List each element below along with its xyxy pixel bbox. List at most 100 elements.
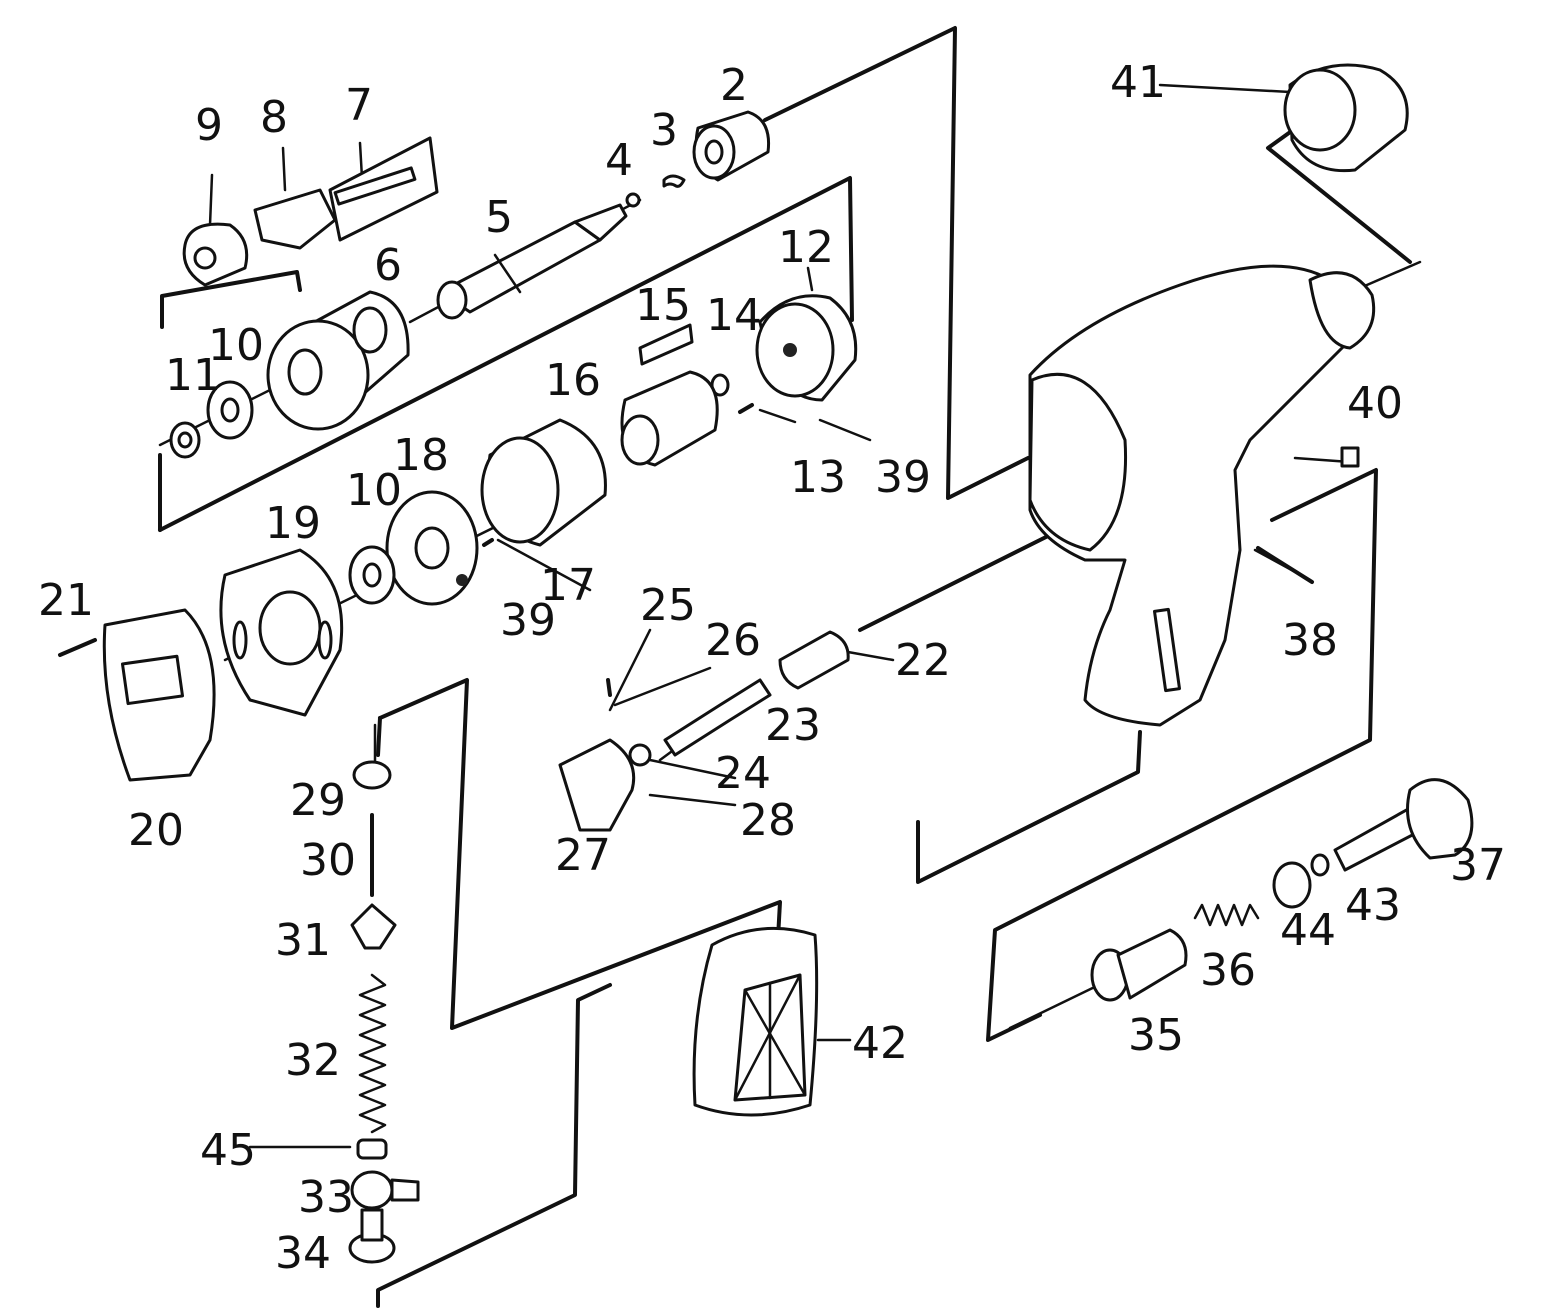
label-part-16: 16 bbox=[545, 355, 601, 406]
part-6-hammer-cage bbox=[266, 290, 410, 431]
part-42-grip bbox=[692, 926, 819, 1117]
label-part-40: 40 bbox=[1347, 378, 1403, 429]
label-part-39a: 39 bbox=[875, 452, 931, 503]
part-31-valve bbox=[350, 903, 397, 950]
leader-28 bbox=[648, 793, 737, 807]
axis-reverse bbox=[1008, 980, 1107, 1030]
part-7-pin bbox=[333, 166, 417, 206]
leader-17 bbox=[496, 538, 592, 592]
part-25-pin bbox=[606, 678, 612, 697]
label-part-33: 33 bbox=[298, 1172, 354, 1223]
leader-39a bbox=[818, 418, 872, 442]
label-part-30: 30 bbox=[300, 835, 356, 886]
label-part-26: 26 bbox=[705, 615, 761, 666]
bracket-hammer-group bbox=[160, 270, 302, 329]
bracket-valve bbox=[858, 528, 1062, 632]
part-5-anvil bbox=[436, 203, 628, 320]
part-33-valve-seat bbox=[350, 1170, 420, 1210]
part-15-vane bbox=[638, 323, 694, 366]
label-part-18: 18 bbox=[393, 430, 449, 481]
part-20-hammer-case bbox=[102, 608, 216, 782]
label-part-14: 14 bbox=[706, 290, 762, 341]
bracket-boot bbox=[1266, 123, 1412, 264]
label-part-15: 15 bbox=[635, 280, 691, 331]
part-34-inlet bbox=[348, 1208, 396, 1264]
leader-12 bbox=[806, 266, 814, 292]
leader-13 bbox=[758, 408, 797, 424]
bracket-upper bbox=[763, 26, 1030, 500]
part-22-valve-bushing bbox=[778, 630, 850, 690]
label-part-23: 23 bbox=[765, 700, 821, 751]
part-11-nut bbox=[169, 421, 201, 459]
part-23-valve-stem bbox=[663, 678, 772, 757]
leader-24 bbox=[648, 758, 737, 780]
label-part-35: 35 bbox=[1128, 1010, 1184, 1061]
part-21-screw bbox=[58, 638, 97, 657]
label-part-28: 28 bbox=[740, 795, 796, 846]
label-part-9: 9 bbox=[195, 100, 223, 151]
part-10b-bearing bbox=[348, 545, 396, 605]
label-part-27: 27 bbox=[555, 830, 611, 881]
bracket-handle-right bbox=[986, 468, 1378, 1042]
part-17-pin bbox=[482, 538, 494, 547]
part-27-trigger bbox=[558, 738, 636, 832]
label-part-39b: 39 bbox=[500, 595, 556, 646]
part-45-ring bbox=[356, 1138, 388, 1160]
part-8-hammer bbox=[253, 188, 337, 250]
part-43-oring bbox=[1310, 853, 1330, 877]
part-labels: 2 3 4 5 6 7 8 9 10 10 11 12 13 14 15 16 … bbox=[38, 57, 1506, 1279]
bracket-motor-group-top bbox=[158, 176, 854, 532]
part-3-clip bbox=[662, 174, 686, 188]
label-part-29: 29 bbox=[290, 775, 346, 826]
label-part-21: 21 bbox=[38, 575, 94, 626]
label-part-7: 7 bbox=[345, 80, 373, 131]
label-part-38: 38 bbox=[1282, 615, 1338, 666]
part-4-oring bbox=[625, 192, 641, 208]
label-part-8: 8 bbox=[260, 92, 288, 143]
label-part-19: 19 bbox=[265, 498, 321, 549]
label-part-43: 43 bbox=[1345, 880, 1401, 931]
leader-26 bbox=[613, 666, 712, 707]
label-part-36: 36 bbox=[1200, 945, 1256, 996]
label-part-10b: 10 bbox=[346, 465, 402, 516]
leader-22 bbox=[846, 650, 895, 662]
label-part-17: 17 bbox=[540, 560, 596, 611]
label-part-3: 3 bbox=[650, 105, 678, 156]
label-part-42: 42 bbox=[852, 1018, 908, 1069]
part-18-front-plate bbox=[385, 490, 479, 606]
part-rotor bbox=[620, 370, 719, 467]
label-part-20: 20 bbox=[128, 805, 184, 856]
label-part-12: 12 bbox=[778, 222, 834, 273]
label-part-6: 6 bbox=[374, 240, 402, 291]
part-10a-bearing bbox=[206, 380, 254, 440]
bracket-handle bbox=[916, 730, 1142, 884]
label-part-31: 31 bbox=[275, 915, 331, 966]
part-2-bushing bbox=[692, 110, 771, 182]
leader-8 bbox=[281, 146, 287, 192]
part-38-screw bbox=[1256, 546, 1314, 584]
label-part-10a: 10 bbox=[208, 320, 264, 371]
label-part-22: 22 bbox=[895, 635, 951, 686]
leader-41 bbox=[1158, 83, 1292, 94]
leader-25 bbox=[608, 628, 652, 712]
label-part-44: 44 bbox=[1280, 905, 1336, 956]
bracket-inlet bbox=[376, 716, 382, 757]
bracket-bottom bbox=[376, 983, 612, 1308]
part-main-housing bbox=[1028, 264, 1376, 727]
label-part-11: 11 bbox=[165, 350, 221, 401]
part-41-boot bbox=[1283, 63, 1409, 173]
part-32-spring bbox=[358, 973, 387, 1134]
part-16-cylinder bbox=[480, 418, 607, 547]
part-12-rear-plate bbox=[755, 294, 858, 402]
label-part-45: 45 bbox=[200, 1125, 256, 1176]
part-13-pin bbox=[738, 403, 754, 414]
leader-9 bbox=[208, 173, 214, 227]
parts bbox=[58, 63, 1474, 1264]
label-part-24: 24 bbox=[715, 748, 771, 799]
part-44-ring bbox=[1272, 861, 1312, 909]
part-9-cam bbox=[182, 222, 249, 287]
part-19-gasket bbox=[219, 548, 344, 717]
label-part-25: 25 bbox=[640, 580, 696, 631]
